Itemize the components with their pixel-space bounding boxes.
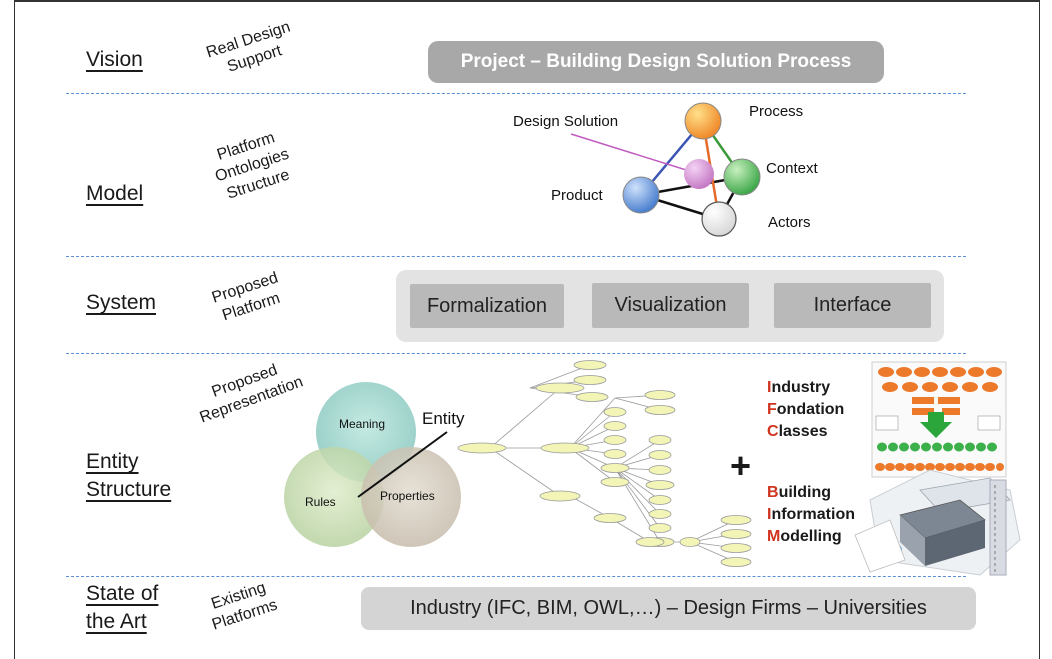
level-state-line2: the Art [86, 610, 147, 633]
state-of-the-art-banner: Industry (IFC, BIM, OWL,…) – Design Firm… [361, 587, 976, 630]
level-entity-line1: Entity [86, 450, 139, 473]
level-entity-structure: Entity Structure [86, 448, 171, 504]
separator-2 [66, 256, 966, 257]
level-vision: Vision [86, 48, 143, 71]
label-process: Process [749, 103, 804, 120]
node-product [622, 176, 660, 214]
system-box-visualization: Visualization [592, 283, 749, 328]
vision-banner: Project – Building Design Solution Proce… [428, 41, 884, 83]
separator-1 [66, 93, 966, 94]
ifc-schema-image [871, 361, 1007, 478]
level-state-line1: State of [86, 582, 159, 605]
label-context: Context [766, 160, 818, 177]
separator-3 [66, 353, 966, 354]
venn-rules-circle [284, 447, 384, 547]
venn-label-properties: Properties [380, 489, 435, 503]
level-system: System [86, 291, 157, 314]
bim-acronym: Building Information Modelling [767, 484, 855, 545]
separator-4 [66, 576, 966, 577]
ifc-acronym: Industry Fondation Classes [767, 379, 845, 440]
venn-label-meaning: Meaning [339, 417, 386, 431]
label-actors: Actors [768, 214, 811, 231]
design-solution-pointer [570, 133, 700, 175]
label-design-solution: Design Solution [513, 113, 619, 130]
level-entity-line2: Structure [86, 478, 172, 501]
label-product: Product [551, 187, 603, 204]
frame-top-border [14, 0, 1040, 2]
venn-label-rules: Rules [305, 495, 336, 509]
bim-building-image [854, 469, 1021, 576]
venn-properties-circle [361, 447, 461, 547]
node-design-solution [684, 159, 714, 189]
tree-node-root [457, 442, 507, 454]
node-actors [701, 201, 737, 237]
system-box-interface: Interface [774, 283, 931, 328]
ontology-tree [457, 360, 752, 567]
plus-sign: + [730, 445, 752, 486]
level-state-of-the-art: State of the Art [86, 580, 158, 636]
node-context [723, 158, 761, 196]
system-box-formalization: Formalization [410, 284, 564, 328]
level-model: Model [86, 182, 144, 205]
node-process [684, 102, 722, 140]
entity-pointer [357, 431, 448, 498]
entity-venn [284, 382, 461, 547]
venn-label-entity: Entity [422, 409, 465, 428]
frame-border [14, 0, 1040, 659]
